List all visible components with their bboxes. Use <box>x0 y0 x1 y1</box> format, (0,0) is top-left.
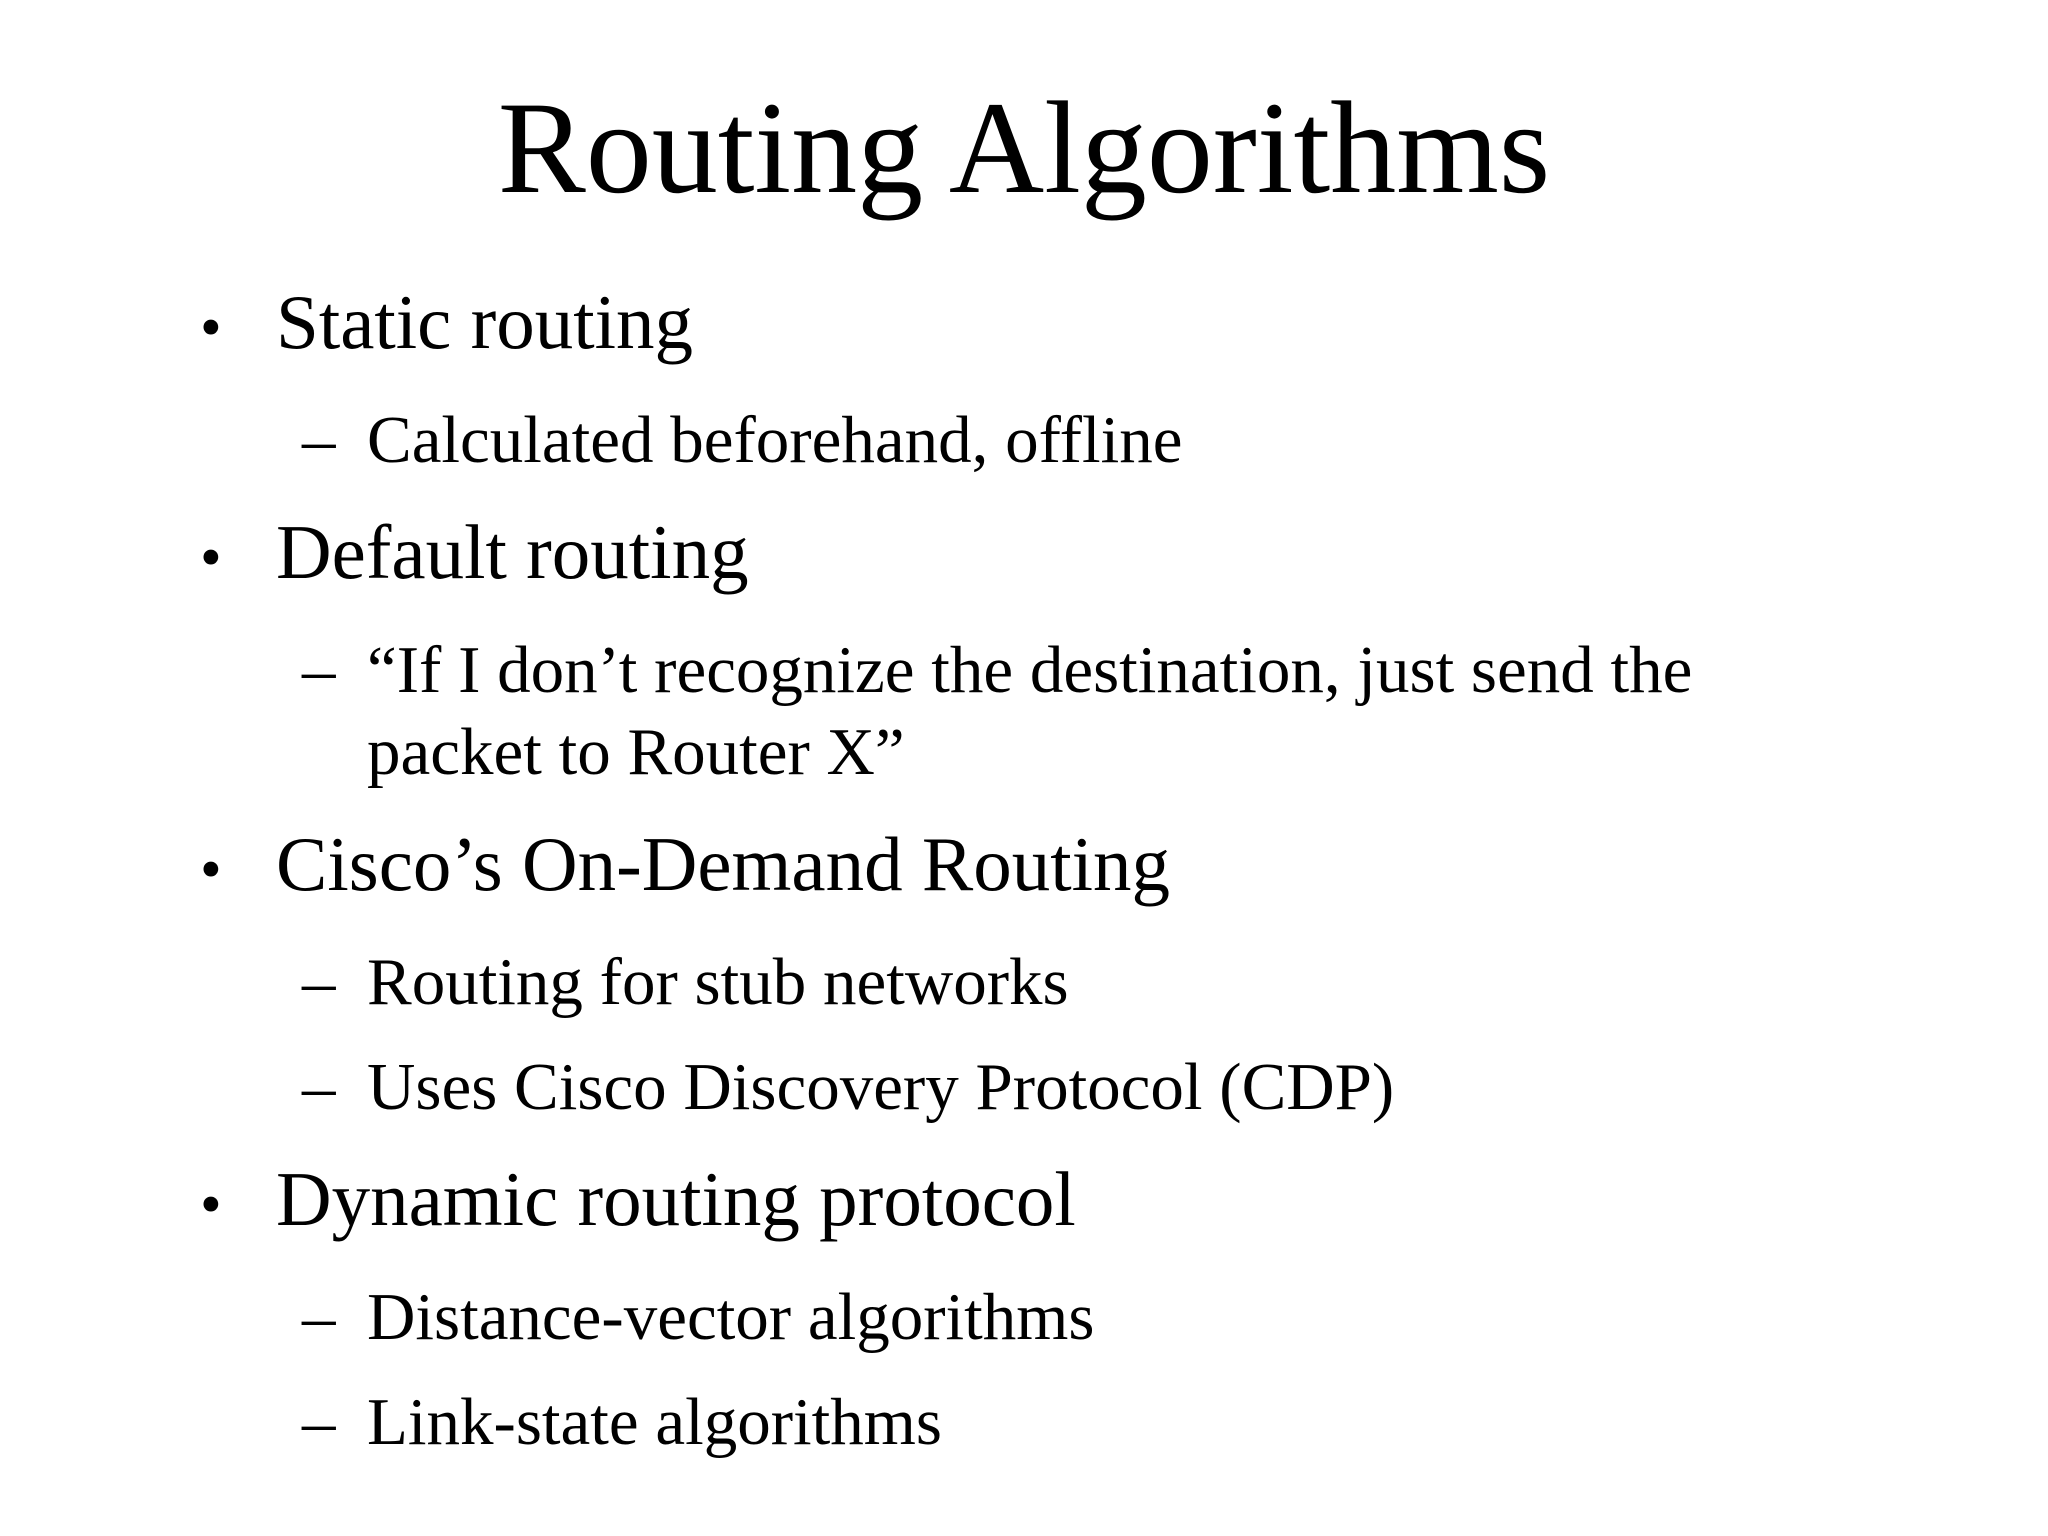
sub-bullet-label: Uses Cisco Discovery Protocol (CDP) <box>367 1050 1395 1124</box>
bullet-label: Static routing <box>276 279 694 365</box>
bullet-item: • Cisco’s On-Demand Routing <box>200 816 1938 918</box>
bullet-list: • Static routing – Calculated beforehand… <box>200 274 1938 1486</box>
bullet-marker: • <box>200 294 222 362</box>
sub-bullet-label: “If I don’t recognize the destination, j… <box>367 633 1693 789</box>
sub-bullet-item: – Routing for stub networks <box>302 941 1938 1023</box>
bullet-item: • Dynamic routing protocol <box>200 1151 1938 1253</box>
sub-bullet-marker: – <box>302 1050 336 1124</box>
sub-bullet-label: Calculated beforehand, offline <box>367 403 1183 477</box>
bullet-label: Cisco’s On-Demand Routing <box>276 821 1170 907</box>
sub-bullet-marker: – <box>302 633 336 707</box>
bullet-item: • Default routing <box>200 504 1938 606</box>
sub-bullet-marker: – <box>302 1280 336 1354</box>
sub-bullet-item: – Calculated beforehand, offline <box>302 399 1938 481</box>
bullet-label: Default routing <box>276 509 749 595</box>
sub-bullet-item: – Uses Cisco Discovery Protocol (CDP) <box>302 1046 1938 1128</box>
sub-bullet-label: Link-state algorithms <box>367 1385 942 1459</box>
bullet-item: • Static routing <box>200 274 1938 376</box>
sub-bullet-label: Routing for stub networks <box>367 945 1069 1019</box>
bullet-label: Dynamic routing protocol <box>276 1156 1076 1242</box>
bullet-marker: • <box>200 836 222 904</box>
sub-bullet-item: – Distance-vector algorithms <box>302 1276 1938 1358</box>
sub-bullet-item: – Link-state algorithms <box>302 1381 1938 1463</box>
bullet-marker: • <box>200 1171 222 1239</box>
sub-bullet-marker: – <box>302 403 336 477</box>
sub-bullet-marker: – <box>302 1385 336 1459</box>
sub-bullet-label: Distance-vector algorithms <box>367 1280 1095 1354</box>
page-title: Routing Algorithms <box>497 74 1551 221</box>
sub-bullet-marker: – <box>302 945 336 1019</box>
sub-bullet-item: – “If I don’t recognize the destination,… <box>302 629 1938 793</box>
bullet-marker: • <box>200 524 222 592</box>
